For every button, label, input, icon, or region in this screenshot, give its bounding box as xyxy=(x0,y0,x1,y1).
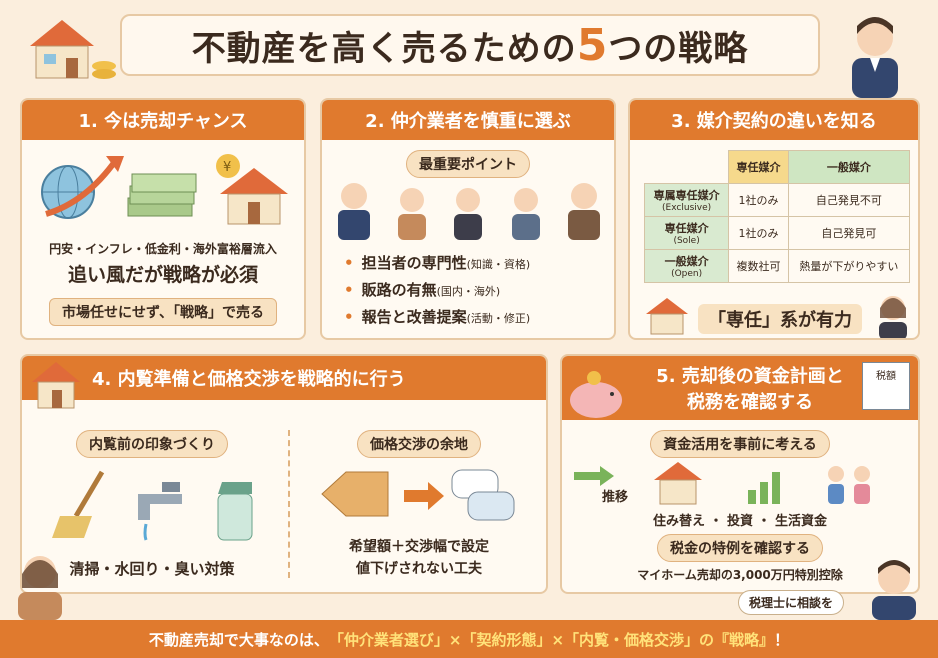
svg-text:¥: ¥ xyxy=(223,160,231,175)
section-4-right-title: 価格交渉の余地 xyxy=(357,430,481,458)
advice-speech-bubble: 税理士に相談を xyxy=(738,590,845,615)
section-1-line2: 追い風だが戦略が必須 xyxy=(67,264,258,286)
house-small-icon xyxy=(642,296,692,336)
section-5-badge1: 資金活用を事前に考える xyxy=(650,430,830,458)
section-5-badge2: 税金の特例を確認する xyxy=(657,534,823,562)
table-cell: 自己発見可 xyxy=(787,216,911,250)
yen-house-icon: ¥ xyxy=(206,150,296,228)
section-4-left-title: 内覧前の印象づくり xyxy=(76,430,228,458)
section-4-panel: 4. 内覧準備と価格交渉を戦略的に行う 内覧前の印象づくり 清掃・水回り・臭い対… xyxy=(20,354,548,594)
section-1-heading: 1. 今は売却チャンス xyxy=(22,100,304,140)
table-row-header: 一般媒介(Open) xyxy=(643,249,730,283)
table-corner xyxy=(645,151,729,184)
section-3-conclusion: 「専任」系が有力 xyxy=(698,304,862,334)
section-3-panel: 3. 媒介契約の違いを知る 専任媒介 一般媒介 専属専任媒介(Exclusive… xyxy=(628,98,920,340)
section-1-box-wrap: 市場任せにせず、「戦略」で売る xyxy=(22,298,304,326)
section-4-right-title-wrap: 価格交渉の余地 xyxy=(292,430,546,458)
tax-doc-label: 税額 xyxy=(862,362,910,410)
section-4-left-caption: 清掃・水回り・臭い対策 xyxy=(69,560,235,578)
section-2-panel: 2. 仲介業者を慎重に選ぶ 最重要ポイント 担当者の専門性(知識・資格) 販路の… xyxy=(320,98,616,340)
footer-post: ！ xyxy=(774,630,790,649)
piggy-bank-icon xyxy=(564,370,630,420)
agents-group-icon xyxy=(328,174,612,240)
cleaning-tools-icon xyxy=(42,464,272,544)
table-row: 専任媒介(Sole) 1社のみ 自己発見可 xyxy=(643,216,911,250)
section-2-item: 担当者の専門性(知識・資格) xyxy=(344,252,531,273)
woman-agent-icon xyxy=(870,292,916,338)
section-1-line1: 円安・インフレ・低金利・海外富裕層流入 xyxy=(49,242,277,256)
section-4-left-title-wrap: 内覧前の印象づくり xyxy=(22,430,282,458)
section-5-uses: 住み替え ・ 投資 ・ 生活資金 xyxy=(652,514,828,529)
house-coins-icon xyxy=(20,14,120,86)
house-chart-family-icon xyxy=(650,460,890,506)
table-cell: 1社のみ xyxy=(728,216,789,250)
table-cell: 熱量が下がりやすい xyxy=(787,249,911,283)
table-row: 一般媒介(Open) 複数社可 熱量が下がりやすい xyxy=(643,249,911,283)
section-2-list: 担当者の専門性(知識・資格) 販路の有無(国内・海外) 報告と改善提案(活動・修… xyxy=(344,246,531,333)
section-4-right-line1: 希望額＋交渉幅で設定 xyxy=(349,539,489,555)
table-cell: 1社のみ xyxy=(728,183,789,217)
section-2-item: 報告と改善提案(活動・修正) xyxy=(344,306,531,327)
mediation-table: 専任媒介 一般媒介 専属専任媒介(Exclusive) 1社のみ 自己発見不可 … xyxy=(643,150,911,283)
title-banner: 不動産を高く売るための5つの戦略 xyxy=(120,14,820,76)
globe-arrow-icon xyxy=(36,152,126,224)
table-row-header: 専任媒介(Sole) xyxy=(643,216,730,250)
tax-advisor-icon xyxy=(856,556,932,620)
page-title: 不動産を高く売るための5つの戦略 xyxy=(191,19,749,71)
tag-arrow-chat-icon xyxy=(318,464,518,526)
footer-highlight: 「仲介業者選び」×「契約形態」×「内覧・価格交渉」の『戦略』 xyxy=(328,630,775,649)
section-5-heading-line2: 税務を確認する xyxy=(687,392,813,413)
table-cell: 複数社可 xyxy=(728,249,789,283)
section-2-badge-wrap: 最重要ポイント xyxy=(322,150,614,178)
section-4-divider xyxy=(288,430,290,578)
section-5-note: マイホーム売却の3,000万円特別控除 xyxy=(637,568,843,582)
presenter-man-icon xyxy=(830,8,920,98)
house-icon xyxy=(28,360,84,410)
footer-banner: 不動産売却で大事なのは、 「仲介業者選び」×「契約形態」×「内覧・価格交渉」の『… xyxy=(0,620,938,658)
section-1-box: 市場任せにせず、「戦略」で売る xyxy=(48,298,278,326)
woman-presenter-icon xyxy=(4,548,80,620)
table-col-header: 一般媒介 xyxy=(787,150,911,184)
footer-pre: 不動産売却で大事なのは、 xyxy=(148,630,329,649)
table-row: 専属専任媒介(Exclusive) 1社のみ 自己発見不可 xyxy=(643,183,911,217)
transition-label: 推移 xyxy=(602,490,629,505)
section-2-item: 販路の有無(国内・海外) xyxy=(344,279,530,300)
section-5-heading: 5. 売却後の資金計画と 税務を確認する xyxy=(562,356,918,420)
section-5-panel: 5. 売却後の資金計画と 税務を確認する 税額 資金活用を事前に考える 推移 住… xyxy=(560,354,920,594)
section-4-heading-text: 4. 内覧準備と価格交渉を戦略的に行う xyxy=(92,369,406,390)
section-5-heading-line1: 5. 売却後の資金計画と xyxy=(656,366,844,387)
table-cell: 自己発見不可 xyxy=(787,183,911,217)
money-stack-icon xyxy=(126,172,198,222)
section-5-badge1-wrap: 資金活用を事前に考える xyxy=(562,430,918,458)
section-2-badge: 最重要ポイント xyxy=(406,150,530,178)
section-5-badge2-wrap: 税金の特例を確認する xyxy=(562,534,918,562)
section-4-heading: 4. 内覧準備と価格交渉を戦略的に行う xyxy=(22,356,546,400)
table-col-header: 専任媒介 xyxy=(728,150,789,184)
section-1-panel: 1. 今は売却チャンス ¥ 円安・インフレ・低金利・海外富裕層流入 追い風だが戦… xyxy=(20,98,306,340)
section-4-right-line2: 値下げされない工夫 xyxy=(356,561,482,577)
transition-arrow xyxy=(574,466,614,490)
section-2-heading: 2. 仲介業者を慎重に選ぶ xyxy=(322,100,614,140)
section-3-heading: 3. 媒介契約の違いを知る xyxy=(630,100,918,140)
table-row-header: 専属専任媒介(Exclusive) xyxy=(643,183,730,217)
